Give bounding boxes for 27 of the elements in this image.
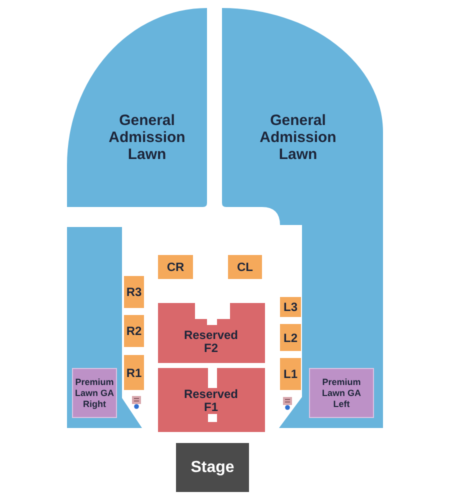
- stage-label: Stage: [190, 458, 234, 476]
- seating-section: [228, 255, 262, 279]
- section-label: CL: [237, 260, 253, 274]
- section-label: L1: [283, 367, 298, 381]
- section-label: General Admission Lawn: [108, 112, 186, 163]
- premium-lawn-area: [309, 368, 374, 418]
- section-label: CR: [166, 260, 184, 274]
- section-label: General Admission Lawn: [258, 112, 338, 163]
- seating-section: [280, 324, 301, 351]
- reserved-section: [158, 368, 265, 432]
- section-label: R3: [126, 285, 142, 299]
- seating-section: [280, 297, 301, 317]
- seating-section: [280, 358, 301, 390]
- stage-block: [176, 443, 249, 492]
- seating-section: [158, 255, 193, 279]
- seating-section: [124, 355, 144, 390]
- premium-lawn-area: [72, 368, 117, 418]
- seating-section: [124, 276, 144, 308]
- section-label: R2: [126, 324, 142, 338]
- section-label: Premium Lawn GA Left: [320, 376, 362, 410]
- section-label: Premium Lawn GA Right: [74, 376, 115, 410]
- section-label: L3: [283, 300, 298, 314]
- lawn-area: [67, 8, 207, 207]
- section-label: L2: [283, 330, 298, 344]
- section-label: R1: [126, 366, 142, 380]
- seating-section: [124, 315, 144, 347]
- reserved-section: [158, 303, 265, 363]
